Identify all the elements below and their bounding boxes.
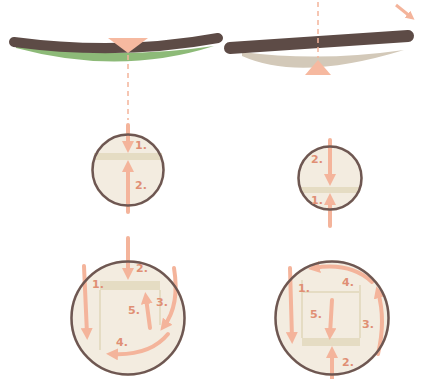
cut-band	[302, 291, 360, 293]
step-arrow	[84, 266, 87, 334]
callout-number: 1.	[298, 282, 310, 295]
circle-outline	[72, 262, 185, 375]
cut-band	[302, 338, 360, 346]
callout-number: 5.	[310, 308, 322, 321]
step-arrow	[146, 298, 150, 328]
circle-outline	[93, 135, 164, 206]
cut-band	[300, 187, 360, 193]
callout-number: 1.	[311, 194, 323, 207]
log-cross-section: 1. 2. 3. 4. 5.	[70, 260, 186, 376]
callout-number: 5.	[128, 304, 140, 317]
circle-outline	[276, 262, 389, 375]
log-cross-section: 2. 1.	[297, 145, 363, 211]
circle-outline	[70, 260, 186, 376]
log-section	[70, 260, 186, 376]
step-arrow	[126, 238, 130, 274]
circle-outline	[299, 147, 362, 210]
callout-number: 2.	[136, 262, 148, 275]
callout-number: 1.	[135, 139, 147, 152]
log-cross-section: 1. 2. 3. 4. 5.	[274, 260, 390, 376]
direction-arrow	[396, 5, 411, 17]
step-arrow	[112, 334, 168, 354]
callout-number: 3.	[362, 318, 374, 331]
callout-number: 2.	[342, 356, 354, 369]
cut-band	[99, 290, 101, 350]
cut-band	[94, 153, 162, 160]
cut-marker	[108, 38, 148, 53]
bark-shadow	[242, 50, 404, 68]
log-cross-section: 1. 2.	[91, 133, 165, 207]
step-arrow	[330, 300, 332, 334]
step-arrow	[328, 199, 332, 226]
callout-number: 3.	[156, 296, 168, 309]
cut-line	[317, 2, 319, 58]
callout-number: 4.	[116, 336, 128, 349]
step-arrow	[126, 125, 130, 147]
cut-line	[127, 55, 129, 120]
circle-outline	[91, 133, 165, 207]
callout-number: 2.	[135, 179, 147, 192]
stick	[230, 36, 408, 48]
cut-band	[100, 281, 160, 290]
cut-marker	[305, 60, 331, 75]
circle-outline	[297, 145, 363, 211]
callout-number: 4.	[342, 276, 354, 289]
callout-number: 1.	[92, 278, 104, 291]
callout-number: 2.	[311, 153, 323, 166]
